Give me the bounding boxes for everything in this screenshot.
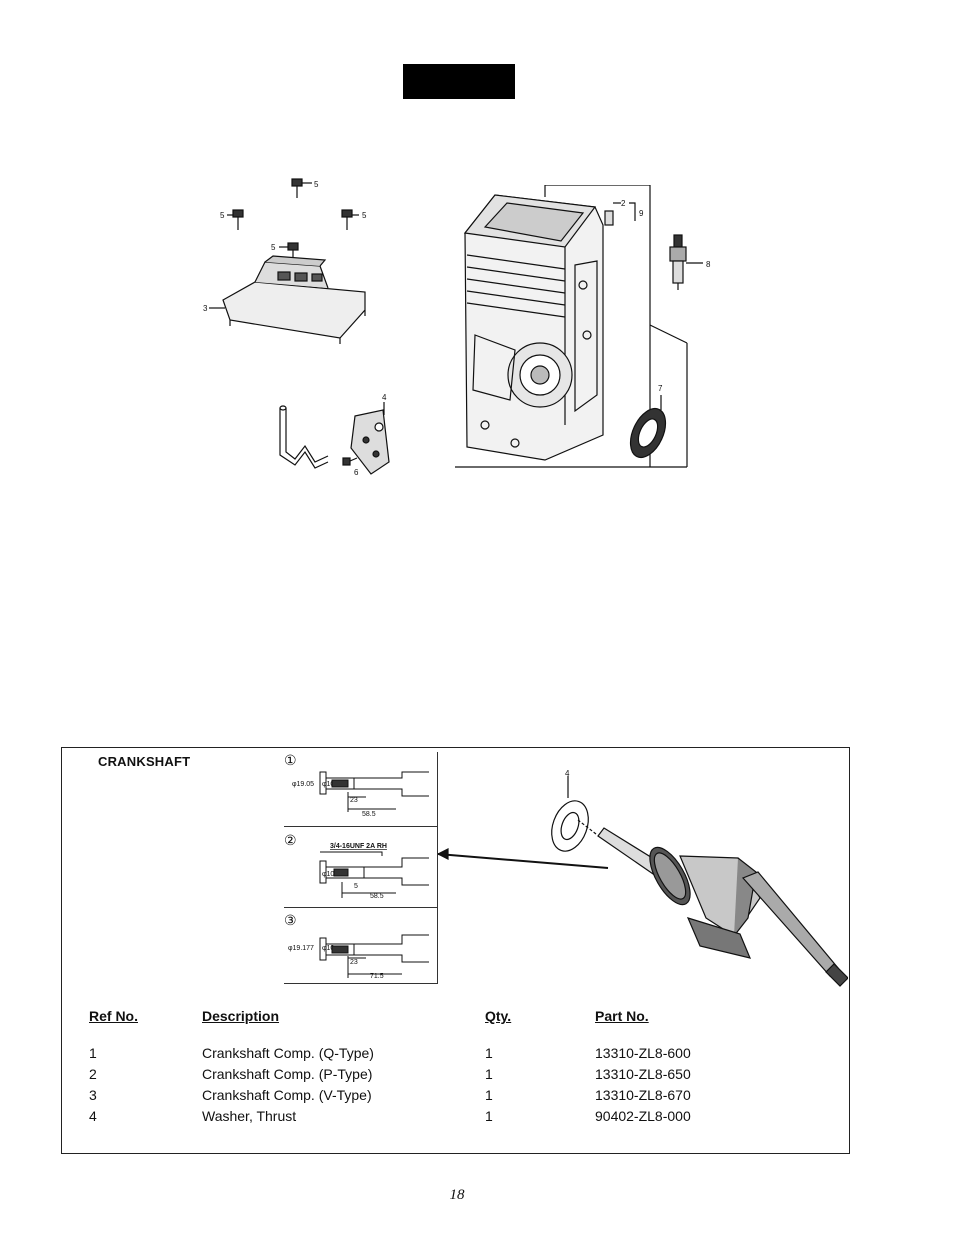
cylinder-block-diagram: 2 9 8 7 <box>455 185 711 468</box>
cell-description: Crankshaft Comp. (V-Type) <box>202 1087 372 1103</box>
shaft-spec-panels: ① φ19.05 φ10 23 58.5 ② 3/4-16UNF 2A RH φ… <box>284 752 438 984</box>
table-row: 3 Crankshaft Comp. (V-Type) 1 13310-ZL8-… <box>62 1087 851 1108</box>
callout-5: 5 <box>220 211 225 220</box>
col-header-qty: Qty. <box>485 1008 512 1024</box>
breather-tube-icon <box>279 405 329 469</box>
cell-part: 13310-ZL8-650 <box>595 1066 691 1082</box>
callout-3: 3 <box>203 304 208 313</box>
cell-part: 13310-ZL8-600 <box>595 1045 691 1061</box>
spec-dim: 71.5 <box>370 973 384 980</box>
bolt-icon <box>342 457 358 466</box>
callout-4: 4 <box>565 769 570 778</box>
crankshaft-illustration: 4 <box>438 769 848 987</box>
spec-dim: φ19.05 <box>292 781 314 788</box>
cell-qty: 1 <box>485 1108 493 1124</box>
cell-ref: 2 <box>89 1066 97 1082</box>
spec-dim: φ10 <box>322 871 334 878</box>
callout-9: 9 <box>639 209 644 218</box>
spec-dim: 58.5 <box>370 893 384 900</box>
spec-thread: 3/4-16UNF 2A RH <box>330 843 387 850</box>
spark-plug-icon <box>669 234 687 290</box>
cell-description: Crankshaft Comp. (P-Type) <box>202 1066 373 1082</box>
breather-plate-icon <box>350 409 390 475</box>
rocker-cover-icon <box>222 255 366 344</box>
callout-5: 5 <box>362 211 367 220</box>
crankshaft-section: CRANKSHAFT ① φ19.05 φ10 23 58.5 ② 3/4-16… <box>61 747 850 1154</box>
callout-5: 5 <box>271 243 276 252</box>
spec-dim: φ10 <box>322 781 334 788</box>
cell-ref: 3 <box>89 1087 97 1103</box>
cell-description: Crankshaft Comp. (Q-Type) <box>202 1045 374 1061</box>
cell-ref: 1 <box>89 1045 97 1061</box>
cell-qty: 1 <box>485 1066 493 1082</box>
table-row: 1 Crankshaft Comp. (Q-Type) 1 13310-ZL8-… <box>62 1045 851 1066</box>
spec-dim: 23 <box>350 797 358 804</box>
flange-bolt-icon <box>341 209 353 230</box>
spec-marker-2: ② <box>284 832 297 848</box>
spec-dim: 5 <box>354 883 358 890</box>
col-header-ref: Ref No. <box>89 1008 138 1024</box>
page-number: 18 <box>449 1187 465 1203</box>
cylinder-block-icon <box>463 194 604 461</box>
cell-description: Washer, Thrust <box>202 1108 297 1124</box>
col-header-part: Part No. <box>595 1008 649 1024</box>
spec-dim: 23 <box>350 959 358 966</box>
cell-part: 90402-ZL8-000 <box>595 1108 691 1124</box>
oil-seal-icon <box>629 407 667 459</box>
shaft-spec-drawings: ① φ19.05 φ10 23 58.5 ② 3/4-16UNF 2A RH φ… <box>284 752 429 980</box>
col-header-description: Description <box>202 1008 280 1024</box>
callout-6: 6 <box>354 468 359 477</box>
cell-part: 13310-ZL8-670 <box>595 1087 691 1103</box>
spec-dim: φ10 <box>322 945 334 952</box>
cell-qty: 1 <box>485 1087 493 1103</box>
table-row: 4 Washer, Thrust 1 90402-ZL8-000 <box>62 1108 851 1129</box>
thrust-washer-icon <box>551 800 589 852</box>
spec-marker-1: ① <box>284 752 297 768</box>
spec-dim: 58.5 <box>362 811 376 818</box>
dowel-pin-icon <box>604 210 614 226</box>
spec-dim: φ19.177 <box>288 945 314 952</box>
flange-bolt-icon <box>232 209 244 230</box>
rocker-cover-diagram: 5 5 5 5 3 4 6 <box>203 178 390 477</box>
section-title: CRANKSHAFT <box>98 754 191 769</box>
crankshaft-icon <box>577 819 848 987</box>
callout-8: 8 <box>706 260 711 269</box>
callout-2: 2 <box>621 199 626 208</box>
table-row: 2 Crankshaft Comp. (P-Type) 1 13310-ZL8-… <box>62 1066 851 1087</box>
flange-bolt-icon <box>291 178 303 198</box>
callout-5: 5 <box>314 180 319 189</box>
spec-marker-3: ③ <box>284 912 297 928</box>
callout-7: 7 <box>658 384 663 393</box>
callout-4: 4 <box>382 393 387 402</box>
cell-ref: 4 <box>89 1108 97 1124</box>
cell-qty: 1 <box>485 1045 493 1061</box>
section-header-tab <box>403 64 515 99</box>
